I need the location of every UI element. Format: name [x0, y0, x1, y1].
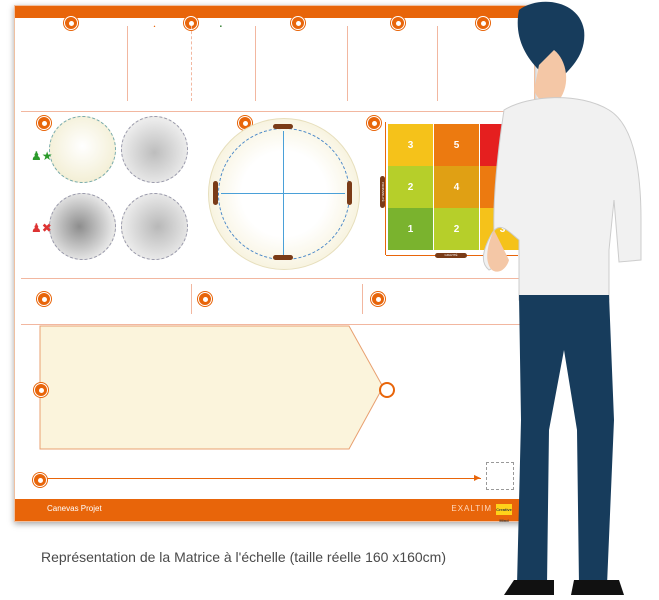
- top-divider-1: [127, 26, 128, 101]
- failure-person-icon: ♟✖: [31, 221, 52, 235]
- top-divider-4: [347, 26, 348, 101]
- row-divider-2: [21, 278, 526, 279]
- footer-title: Canevas Projet: [47, 504, 102, 513]
- board-top-bar: [15, 6, 534, 18]
- risk-icon: [367, 116, 381, 130]
- board-footer: Canevas Projet EXALTIM Creative Mind: [15, 499, 534, 521]
- success-person-icon: ♟★: [31, 149, 53, 163]
- matrix-y-label: PROBABILITÉ: [380, 176, 385, 208]
- person-illustration: [459, 0, 659, 600]
- trophy-icon: [198, 292, 212, 306]
- mid-divider-1: [191, 284, 192, 314]
- top-divider-3: [255, 26, 256, 101]
- small-orange-mark: ▲: [153, 24, 156, 28]
- row-divider-1: [21, 111, 526, 112]
- clock-icon: [64, 16, 78, 30]
- timeline-line: [47, 478, 481, 479]
- caption: Représentation de la Matrice à l'échelle…: [41, 549, 446, 565]
- compass-horizontal-axis: [221, 193, 345, 194]
- calendar-icon: [380, 383, 394, 397]
- timer-icon: [33, 473, 47, 487]
- canvas-board: ▲ ■ ♟★ ♟✖ ▶ Canevas Projet EXALTIM C: [14, 5, 535, 522]
- top-divider-5: [437, 26, 438, 101]
- arrow-panel: [39, 325, 384, 450]
- compass-top-pill: [273, 124, 293, 129]
- compass-left-pill: [213, 181, 218, 205]
- matrix-cell: 1: [388, 208, 433, 250]
- compass-bottom-pill: [273, 255, 293, 260]
- bulb-icon: [391, 16, 405, 30]
- compass-inner-circle: [218, 128, 350, 260]
- bubble-weaknesses: [121, 116, 188, 183]
- swot-icon: [37, 116, 51, 130]
- team-icon: [37, 292, 51, 306]
- bubble-strengths: [49, 116, 116, 183]
- bubble-threats: [121, 193, 188, 260]
- bubble-opportunities: [49, 193, 116, 260]
- matrix-cell: 3: [388, 124, 433, 166]
- truck-icon: [371, 292, 385, 306]
- mid-divider-2: [362, 284, 363, 314]
- matrix-cell: 2: [388, 166, 433, 208]
- compass-right-pill: [347, 181, 352, 205]
- small-green-mark: ■: [220, 24, 222, 28]
- target-icon: [291, 16, 305, 30]
- top-divider-2: [191, 26, 192, 101]
- gears-icon: [34, 383, 48, 397]
- matrix-y-axis: [385, 122, 386, 255]
